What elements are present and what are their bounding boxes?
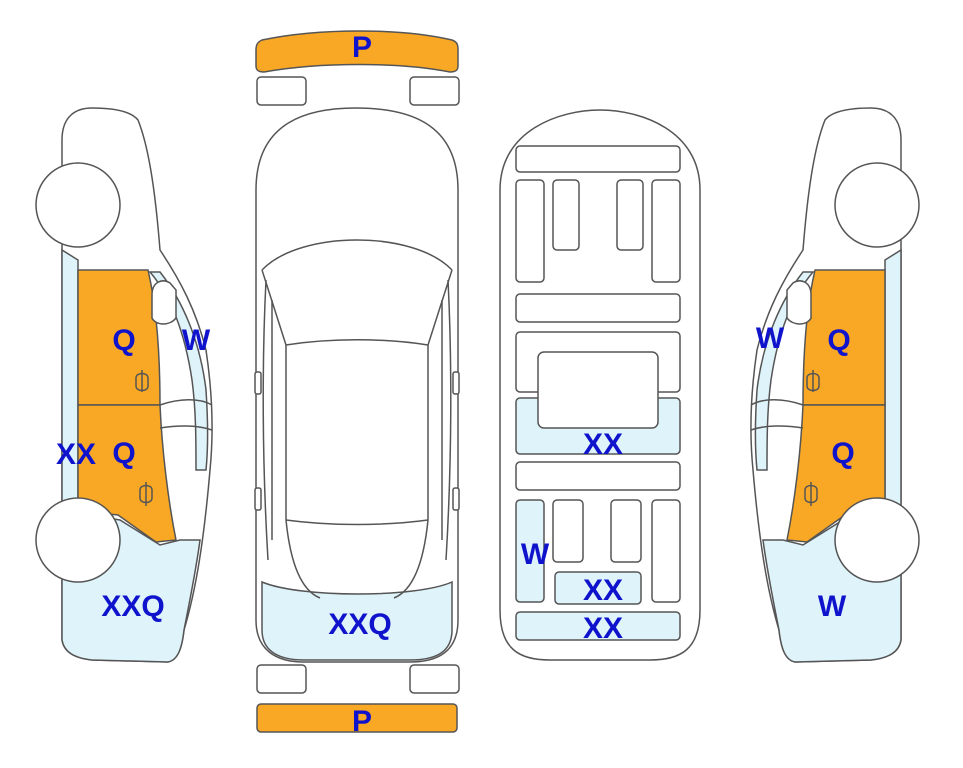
damage-labels: Q W XX Q XXQ P XXQ P XX W XX XX W Q Q W [56,31,855,738]
right-rear-glass [754,271,815,471]
under-front-right-inner [616,179,644,251]
label-right-mirror: W [756,322,785,355]
under-rear-left-rail [515,499,545,603]
left-rear-wheel [35,497,121,583]
top-right-mirror [452,371,460,395]
right-side-view [750,107,920,663]
left-side-view [35,107,213,663]
top-roof [285,345,429,599]
under-rear-left-inner [552,499,584,563]
underbody-view [499,109,701,661]
under-front-left-rail [515,179,545,283]
label-right-rear-door: Q [831,437,854,470]
left-rear-glass [148,271,209,471]
under-center-box [537,351,659,429]
left-mirror [151,280,177,325]
label-left-rocker: XX [56,438,96,471]
right-mirror [786,280,812,325]
front-bumper [255,30,459,73]
top-side-lines [262,279,452,561]
label-under-rear-bottom: XX [583,612,623,645]
top-left-mirror [254,371,262,395]
top-windshield [261,239,453,346]
front-left-light [256,76,307,106]
front-right-light [409,76,460,106]
left-front-wheel [35,162,121,248]
left-handle-rear [139,482,153,506]
top-view [254,30,460,733]
label-right-front-door: Q [827,324,850,357]
under-front-left-inner [552,179,580,251]
under-front-bar [515,145,681,173]
label-left-front-door: Q [112,324,135,357]
rear-left-light [256,664,307,694]
label-under-center: XX [583,428,623,461]
left-handle-front [135,370,149,392]
trunk-lid [261,580,453,661]
top-right-handle [452,487,460,511]
label-rear-bumper: P [352,705,372,738]
right-handle-front [806,370,820,392]
under-rear-center [554,571,642,605]
under-rear-bottom [515,611,681,641]
under-rear-bar [515,461,681,491]
left-window-line [159,399,213,431]
under-cross-bar [515,293,681,323]
under-rear-right-inner [610,499,642,563]
label-under-rear-center: XX [583,574,623,607]
right-front-wheel [834,162,920,248]
label-left-mirror: W [182,324,211,357]
label-front-bumper: P [352,31,372,64]
under-front-right-rail [651,179,681,283]
label-left-rear-quarter: XXQ [101,590,164,623]
right-window-line [750,399,804,431]
right-handle-rear [804,482,818,506]
right-rear-wheel [834,497,920,583]
rear-bumper [256,703,458,733]
label-under-left-rear: W [521,538,550,571]
under-rear-right-rail [651,499,681,603]
top-left-handle [254,487,262,511]
label-left-rear-door: Q [112,437,135,470]
label-right-rear-quarter: W [818,590,847,623]
label-trunk: XXQ [328,608,391,641]
rear-right-light [409,664,460,694]
